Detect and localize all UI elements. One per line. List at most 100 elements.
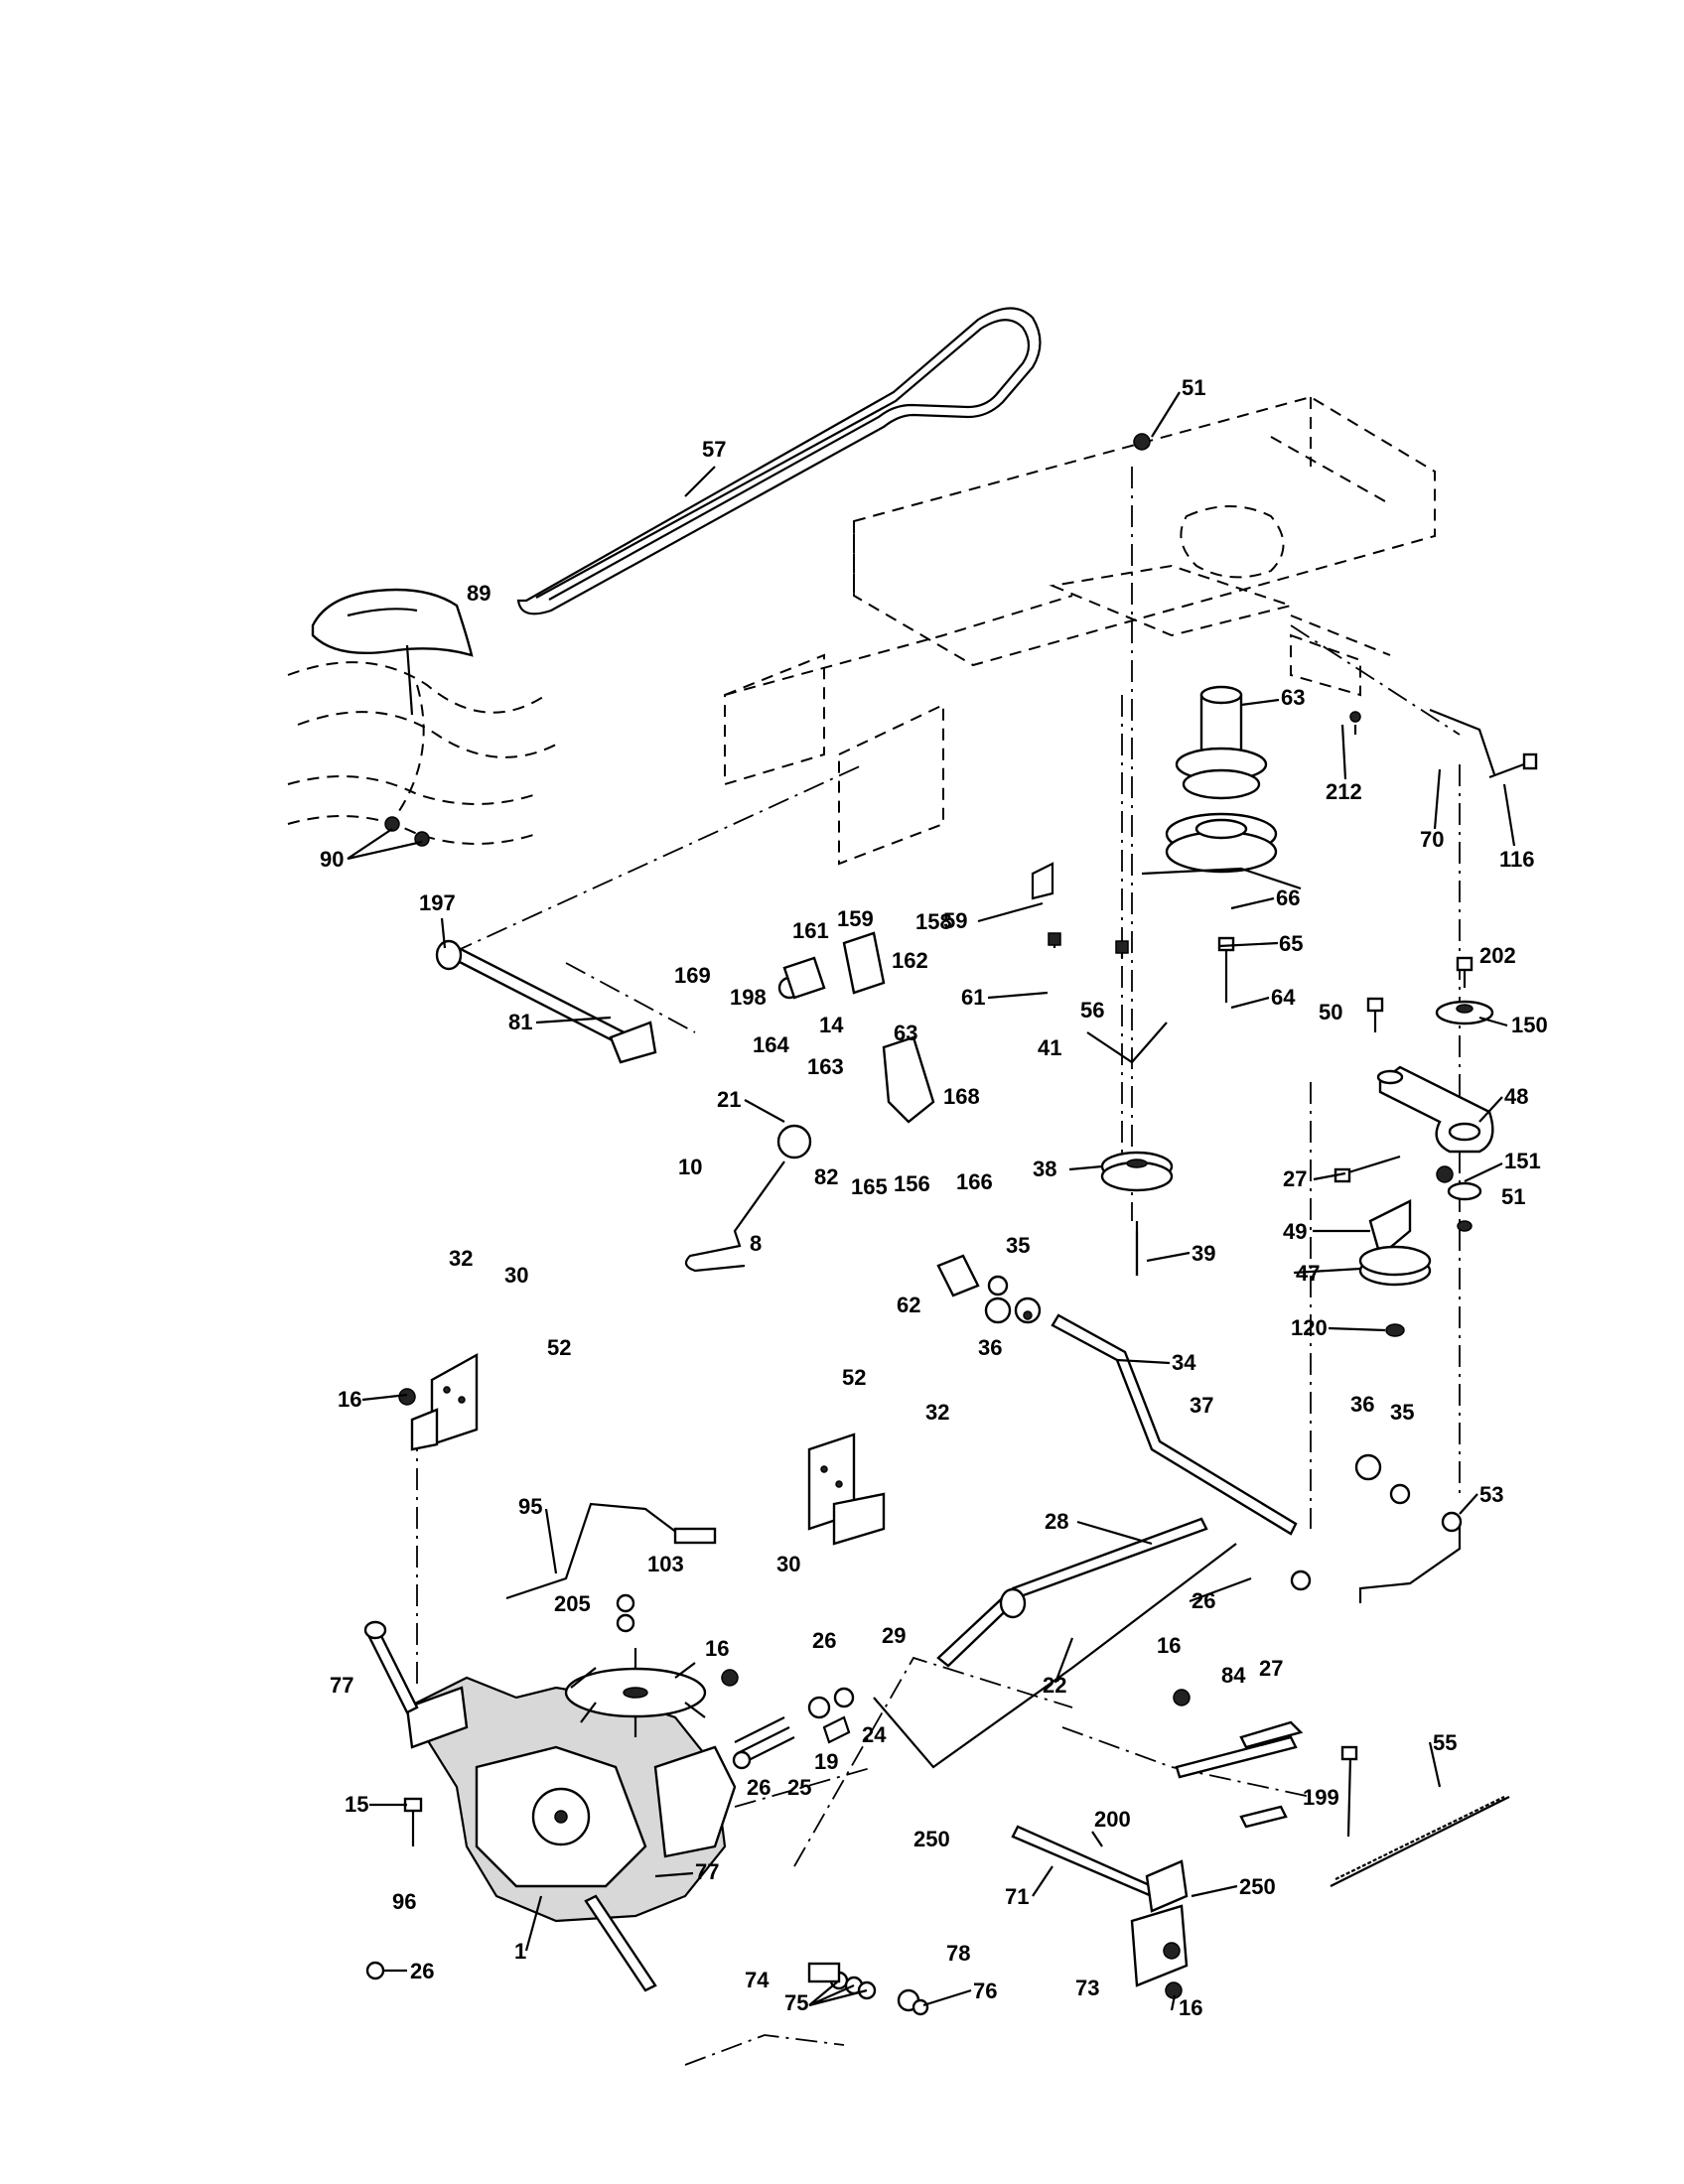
callout-36b: 36 [1350, 1392, 1374, 1417]
part-callouts: 57 51 89 63 212 70 116 90 197 161 159 15… [320, 375, 1548, 2020]
callout-48: 48 [1504, 1084, 1528, 1109]
callout-73: 73 [1075, 1976, 1099, 2000]
callout-65: 65 [1279, 931, 1303, 956]
callout-27b: 27 [1259, 1656, 1283, 1681]
callout-53: 53 [1479, 1482, 1503, 1507]
callout-212: 212 [1326, 779, 1362, 804]
callout-16: 16 [338, 1387, 361, 1412]
callout-1: 1 [514, 1939, 526, 1964]
callout-63: 63 [1281, 685, 1305, 710]
callout-35b: 35 [1390, 1400, 1414, 1425]
callout-74: 74 [745, 1968, 770, 1992]
callout-14: 14 [819, 1013, 844, 1037]
callout-leaders [347, 391, 1516, 2011]
callout-21: 21 [717, 1087, 741, 1112]
callout-96: 96 [392, 1889, 416, 1914]
callout-51: 51 [1182, 375, 1205, 400]
callout-156: 156 [894, 1171, 930, 1196]
callout-64: 64 [1271, 985, 1296, 1010]
callout-78: 78 [946, 1941, 970, 1966]
callout-151: 151 [1504, 1149, 1541, 1173]
callout-197: 197 [419, 890, 456, 915]
callout-39: 39 [1192, 1241, 1215, 1266]
callout-116: 116 [1499, 847, 1535, 872]
callout-159: 159 [837, 906, 874, 931]
callout-32b: 32 [925, 1400, 949, 1425]
callout-32: 32 [449, 1246, 473, 1271]
callout-169: 169 [674, 963, 711, 988]
callout-50: 50 [1319, 1000, 1342, 1024]
callout-75: 75 [784, 1990, 808, 2015]
callout-25: 25 [787, 1775, 811, 1800]
callout-29: 29 [882, 1623, 906, 1648]
callout-56: 56 [1080, 998, 1104, 1023]
clutch-bracket [782, 708, 1496, 1124]
callout-24: 24 [862, 1722, 887, 1747]
callout-250b: 250 [1239, 1874, 1276, 1899]
callout-103: 103 [647, 1552, 684, 1576]
callout-76: 76 [973, 1979, 997, 2003]
callout-52: 52 [547, 1335, 571, 1360]
callout-77b: 77 [695, 1859, 719, 1884]
callout-59: 59 [943, 908, 967, 933]
callout-26b: 26 [812, 1628, 836, 1653]
drive-belt-57 [516, 307, 1042, 615]
transaxle-1 [363, 1620, 737, 1992]
callout-120: 120 [1291, 1315, 1328, 1340]
callout-38: 38 [1033, 1157, 1056, 1181]
callout-63b: 63 [894, 1021, 917, 1045]
callout-199: 199 [1303, 1785, 1339, 1810]
callout-95: 95 [518, 1494, 542, 1519]
callout-27: 27 [1283, 1166, 1307, 1191]
callout-52b: 52 [842, 1365, 866, 1390]
callout-202: 202 [1479, 943, 1516, 968]
callout-16c: 16 [1157, 1633, 1181, 1658]
callout-82: 82 [814, 1164, 838, 1189]
callout-49: 49 [1283, 1219, 1307, 1244]
callout-90: 90 [320, 847, 344, 872]
callout-19: 19 [814, 1749, 838, 1774]
callout-61: 61 [961, 985, 985, 1010]
callout-34: 34 [1172, 1350, 1196, 1375]
callout-200: 200 [1094, 1807, 1131, 1832]
callout-37: 37 [1190, 1393, 1213, 1418]
seat-plate-89 [311, 588, 474, 716]
callout-84: 84 [1221, 1663, 1246, 1688]
callout-66: 66 [1276, 886, 1300, 910]
callout-22: 22 [1043, 1673, 1066, 1698]
callout-89: 89 [467, 581, 491, 606]
idler-arm-48 [1358, 1000, 1494, 1337]
callout-16b: 16 [705, 1636, 729, 1661]
idler-pulley-38 [1100, 1151, 1174, 1276]
callout-30: 30 [504, 1263, 528, 1288]
callout-77: 77 [330, 1673, 353, 1698]
callout-26d: 26 [410, 1959, 434, 1983]
callout-81: 81 [508, 1010, 532, 1034]
callout-35: 35 [1006, 1233, 1030, 1258]
callout-71: 71 [1005, 1884, 1029, 1909]
callout-8: 8 [750, 1231, 762, 1256]
bolts [403, 711, 1538, 1846]
callout-166: 166 [956, 1169, 993, 1194]
callout-161: 161 [792, 918, 829, 943]
callout-51b: 51 [1501, 1184, 1525, 1209]
callout-70: 70 [1420, 827, 1444, 852]
callout-158: 158 [915, 909, 952, 934]
callout-55: 55 [1433, 1730, 1457, 1755]
callout-205: 205 [554, 1591, 591, 1616]
rods-and-levers [435, 939, 1462, 1987]
tractor-frame [287, 395, 1436, 866]
pulley-assembly-63 [1165, 685, 1278, 874]
callout-28: 28 [1045, 1509, 1068, 1534]
callout-15: 15 [345, 1792, 368, 1817]
callout-164: 164 [753, 1032, 789, 1057]
callout-30b: 30 [776, 1552, 800, 1576]
callout-10: 10 [678, 1155, 702, 1179]
callout-150: 150 [1511, 1013, 1548, 1037]
callout-163: 163 [807, 1054, 844, 1079]
callout-165: 165 [851, 1174, 888, 1199]
callout-41: 41 [1038, 1035, 1061, 1060]
springs [734, 1715, 1510, 1887]
callout-16d: 16 [1179, 1995, 1202, 2020]
